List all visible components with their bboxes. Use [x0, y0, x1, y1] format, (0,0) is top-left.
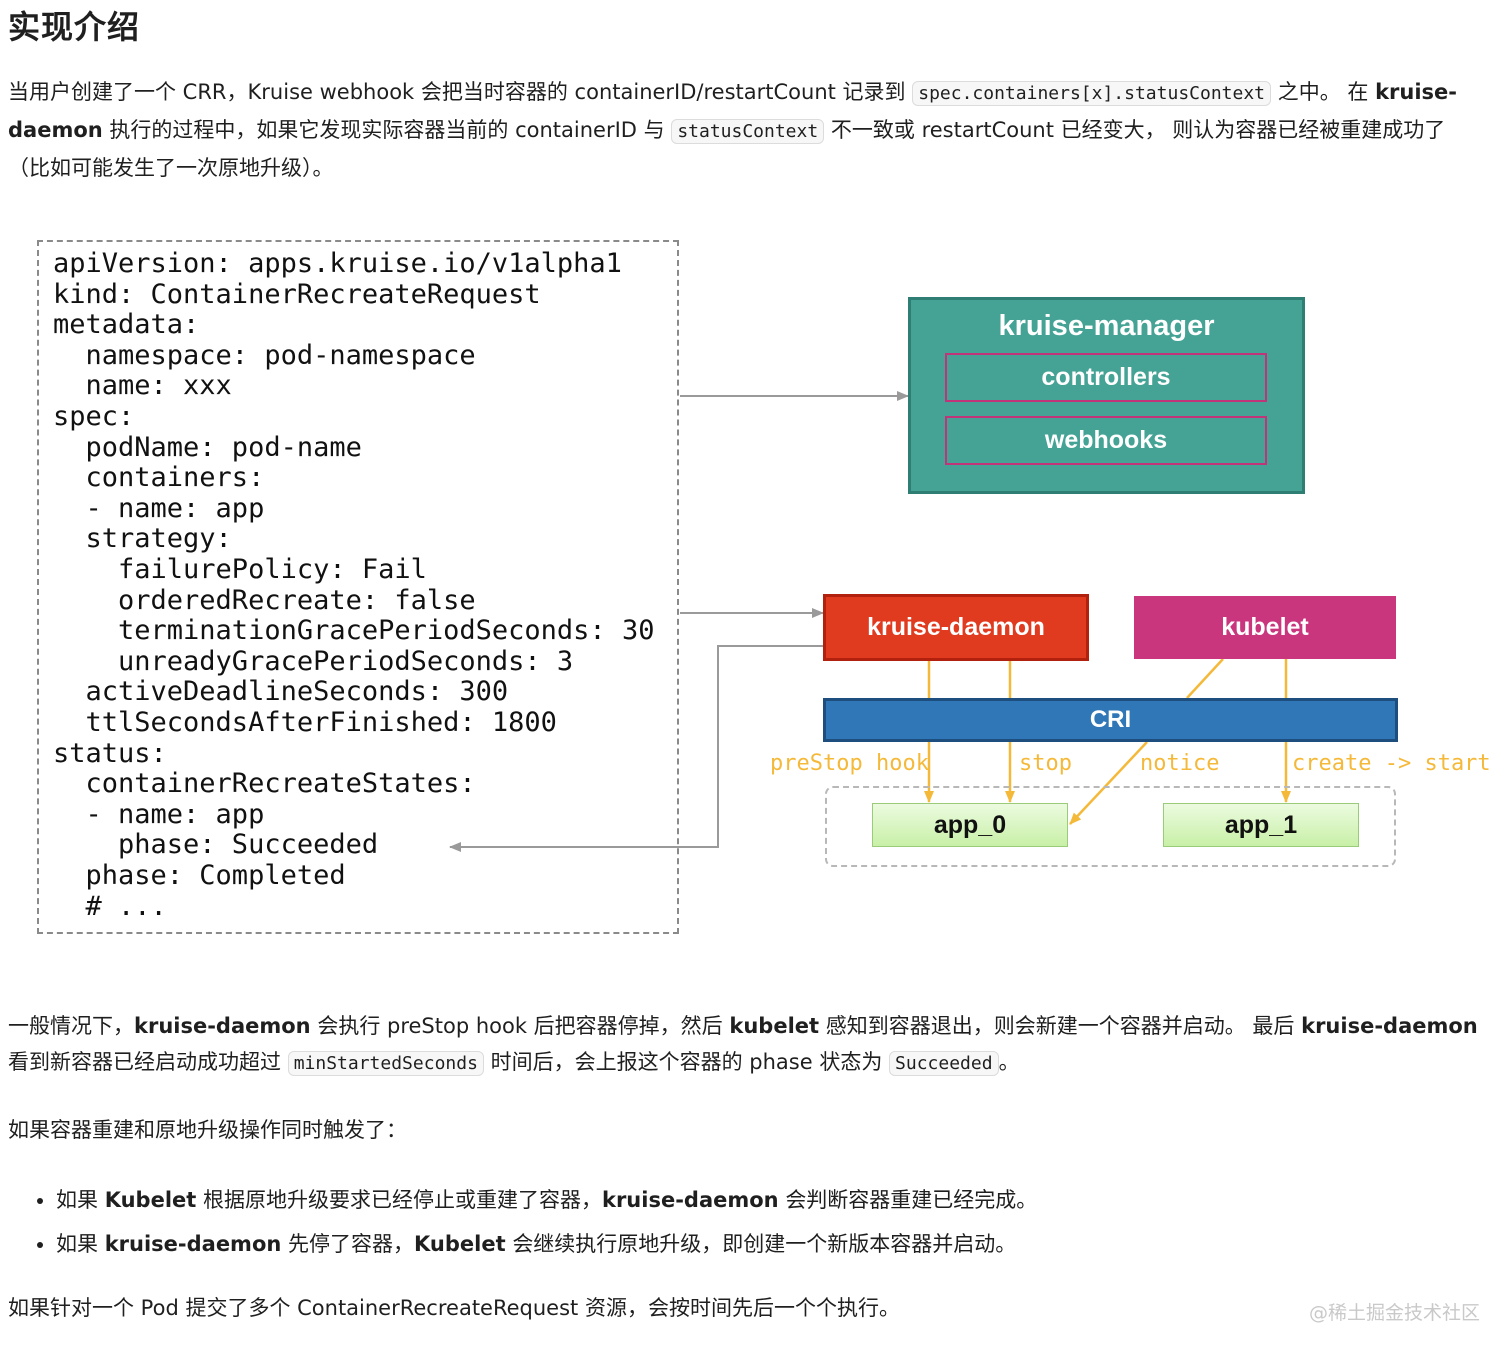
cri-bar: CRI — [823, 698, 1398, 742]
app-1-label: app_1 — [1224, 810, 1298, 839]
yaml-line: orderedRecreate: false — [53, 584, 476, 616]
li1-text-3: 会判断容器重建已经完成。 — [785, 1188, 1038, 1212]
inline-code-status-context: statusContext — [671, 119, 825, 144]
arrow-daemon-to-status — [449, 645, 823, 852]
label-stop: stop — [1019, 751, 1072, 776]
list-item: 如果 Kubelet 根据原地升级要求已经停止或重建了容器，kruise-dae… — [56, 1178, 1037, 1222]
p2-text-6: 。 — [998, 1050, 1020, 1074]
intro-text-3: 执行的过程中，如果它发现实际容器当前的 containerID 与 — [109, 118, 665, 142]
link-kubelet-cri-diag — [1186, 658, 1224, 699]
yaml-line: activeDeadlineSeconds: 300 — [53, 676, 509, 708]
yaml-line: - name: app — [53, 798, 265, 830]
kruise-daemon-label: kruise-daemon — [867, 613, 1045, 641]
kruise-manager-box: kruise-manager — [908, 297, 1305, 494]
yaml-line: terminationGracePeriodSeconds: 30 — [53, 615, 655, 647]
yaml-line: ttlSecondsAfterFinished: 1800 — [53, 707, 557, 738]
li1-bold-kubelet: Kubelet — [104, 1188, 197, 1212]
p2-bold-kubelet: kubelet — [729, 1014, 820, 1038]
li2-bold-kubelet: Kubelet — [414, 1232, 506, 1256]
intro-text-2: 之中。 在 — [1277, 80, 1369, 104]
inline-code-status-context-path: spec.containers[x].statusContext — [912, 81, 1272, 106]
li1-text-2: 根据原地升级要求已经停止或重建了容器， — [202, 1188, 602, 1212]
app-1-container: app_1 — [1163, 803, 1359, 847]
webhooks-label: webhooks — [1044, 426, 1168, 454]
watermark: @稀土掘金技术社区 — [1308, 1302, 1480, 1324]
li2-text-2: 先停了容器， — [288, 1232, 415, 1256]
li2-bold-daemon: kruise-daemon — [104, 1232, 282, 1256]
yaml-line: # ... — [53, 890, 167, 922]
label-create-start: create -> start — [1292, 751, 1491, 776]
ordering-paragraph: 如果针对一个 Pod 提交了多个 ContainerRecreateReques… — [8, 1296, 900, 1320]
yaml-line: - name: app — [53, 492, 265, 524]
section-heading: 实现介绍 — [8, 8, 141, 46]
yaml-line: containerRecreateStates: — [53, 768, 476, 800]
li1-bold-daemon: kruise-daemon — [601, 1188, 779, 1212]
conflict-paragraph: 如果容器重建和原地升级操作同时触发了： — [8, 1118, 407, 1142]
yaml-line: phase: Completed — [53, 860, 346, 891]
webhooks-box: webhooks — [945, 416, 1267, 465]
yaml-box — [37, 240, 679, 934]
p2-text-5: 时间后，会上报这个容器的 phase 状态为 — [490, 1050, 883, 1074]
yaml-line: spec: — [53, 401, 135, 432]
yaml-line: namespace: pod-namespace — [53, 339, 476, 371]
kruise-manager-label: kruise-manager — [998, 310, 1215, 342]
controllers-box: controllers — [945, 353, 1267, 402]
kubelet-box: kubelet — [1134, 596, 1396, 659]
yaml-line: unreadyGracePeriodSeconds: 3 — [53, 645, 574, 677]
p2-text-4: 看到新容器已经启动成功超过 — [8, 1050, 281, 1074]
arrow-notice-app0 — [1069, 741, 1148, 825]
process-paragraph: 一般情况下，kruise-daemon 会执行 preStop hook 后把容… — [8, 1008, 1478, 1082]
intro-text-1: 当用户创建了一个 CRR，Kruise webhook 会把当时容器的 cont… — [8, 80, 906, 104]
yaml-line: metadata: — [53, 309, 200, 341]
yaml-line: strategy: — [53, 523, 232, 555]
yaml-line: name: xxx — [53, 370, 232, 402]
app-0-label: app_0 — [933, 810, 1007, 839]
p2-text-1: 一般情况下， — [8, 1014, 134, 1038]
controllers-label: controllers — [1041, 363, 1171, 391]
li2-text-3: 会继续执行原地升级，即创建一个新版本容器并启动。 — [512, 1232, 1017, 1256]
yaml-line: phase: Succeeded — [53, 829, 379, 861]
p2-text-3: 感知到容器退出，则会新建一个容器并启动。 最后 — [825, 1014, 1295, 1038]
yaml-line: failurePolicy: Fail — [53, 554, 427, 585]
conflict-list: 如果 Kubelet 根据原地升级要求已经停止或重建了容器，kruise-dae… — [8, 1178, 1037, 1266]
p2-text-2: 会执行 preStop hook 后把容器停掉，然后 — [317, 1014, 723, 1038]
intro-paragraph: 当用户创建了一个 CRR，Kruise webhook 会把当时容器的 cont… — [8, 74, 1478, 186]
kruise-daemon-box: kruise-daemon — [823, 594, 1089, 661]
inline-code-min-started-seconds: minStartedSeconds — [287, 1051, 484, 1076]
yaml-line: status: — [53, 737, 167, 769]
app-0-container: app_0 — [872, 803, 1068, 847]
list-item: 如果 kruise-daemon 先停了容器，Kubelet 会继续执行原地升级… — [56, 1222, 1037, 1266]
yaml-line: containers: — [53, 462, 265, 494]
p2-bold-daemon: kruise-daemon — [134, 1014, 311, 1038]
cri-label: CRI — [1089, 706, 1132, 733]
intro-text-4: 不一致或 restartCount 已经变大， 则认为容器已经被重建成功了（比如… — [8, 118, 1446, 180]
p2-bold-daemon-2: kruise-daemon — [1301, 1014, 1478, 1038]
yaml-line: kind: ContainerRecreateRequest — [53, 278, 541, 310]
li1-text-1: 如果 — [56, 1188, 98, 1212]
label-notice: notice — [1140, 751, 1220, 776]
yaml-line: apiVersion: apps.kruise.io/v1alpha1 — [53, 248, 622, 279]
intro-bold-daemon: kruise-daemon — [8, 80, 1458, 142]
yaml-line: podName: pod-name — [53, 431, 362, 463]
label-prestop-hook: preStop hook — [770, 751, 929, 776]
li2-text-1: 如果 — [56, 1232, 98, 1256]
kubelet-label: kubelet — [1221, 613, 1309, 641]
pod-containers-group — [825, 786, 1396, 867]
inline-code-succeeded: Succeeded — [889, 1051, 999, 1076]
